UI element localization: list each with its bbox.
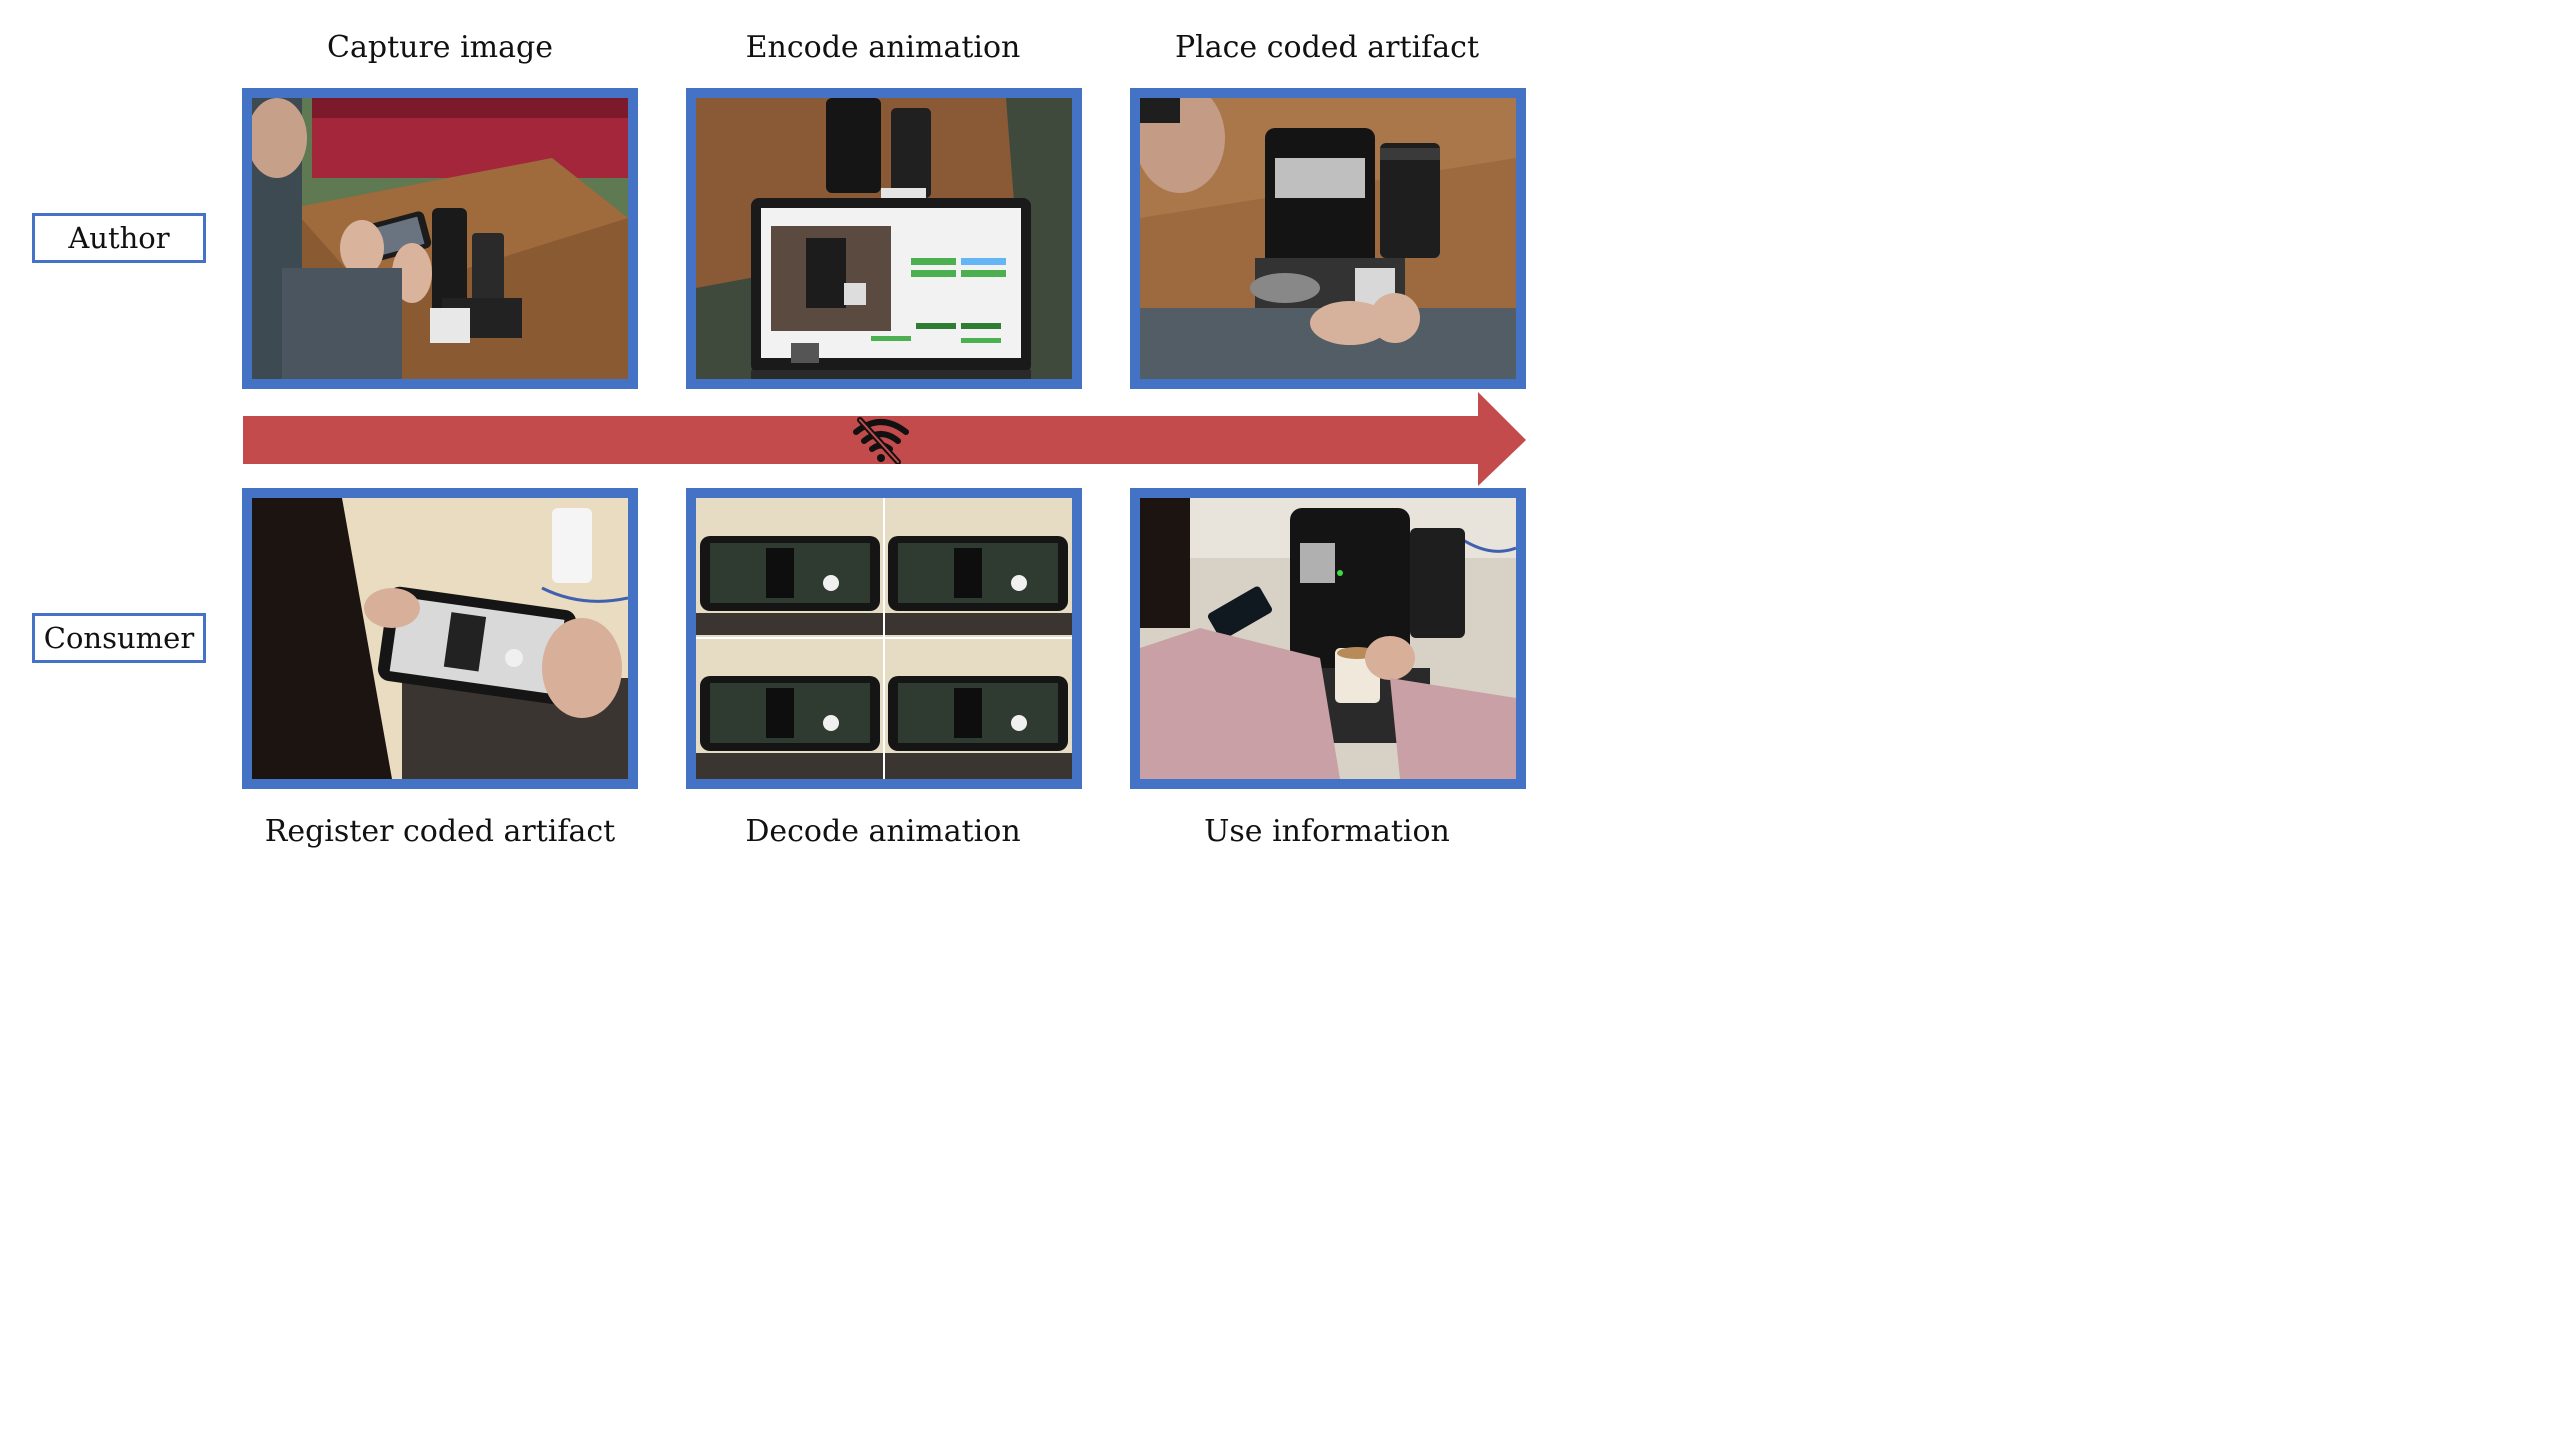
photo-encode-animation [686, 88, 1082, 389]
place-coded-artifact-illustration [1140, 98, 1516, 379]
register-coded-artifact-illustration [252, 498, 628, 779]
decode-animation-illustration [696, 498, 1072, 779]
photo-decode-animation [686, 488, 1082, 789]
capture-image-illustration [252, 98, 628, 379]
no-wifi-icon [853, 417, 909, 464]
photo-place-coded-artifact [1130, 88, 1526, 389]
role-consumer-label: Consumer [43, 621, 195, 655]
photo-capture-image [242, 88, 638, 389]
step-label-register-coded-artifact: Register coded artifact [264, 814, 616, 849]
step-label-encode-animation: Encode animation [745, 30, 1021, 65]
encode-animation-illustration [696, 98, 1072, 379]
step-label-decode-animation: Decode animation [745, 814, 1021, 849]
role-consumer-box: Consumer [32, 613, 206, 663]
step-label-use-information: Use information [1204, 814, 1450, 849]
use-information-illustration [1140, 498, 1516, 779]
role-author-label: Author [68, 221, 170, 255]
flow-arrow [243, 392, 1526, 486]
role-author-box: Author [32, 213, 206, 263]
step-label-capture-image: Capture image [327, 30, 553, 65]
step-label-place-coded-artifact: Place coded artifact [1174, 30, 1480, 65]
flow-arrow-shape [243, 392, 1526, 486]
photo-register-coded-artifact [242, 488, 638, 789]
photo-use-information [1130, 488, 1526, 789]
